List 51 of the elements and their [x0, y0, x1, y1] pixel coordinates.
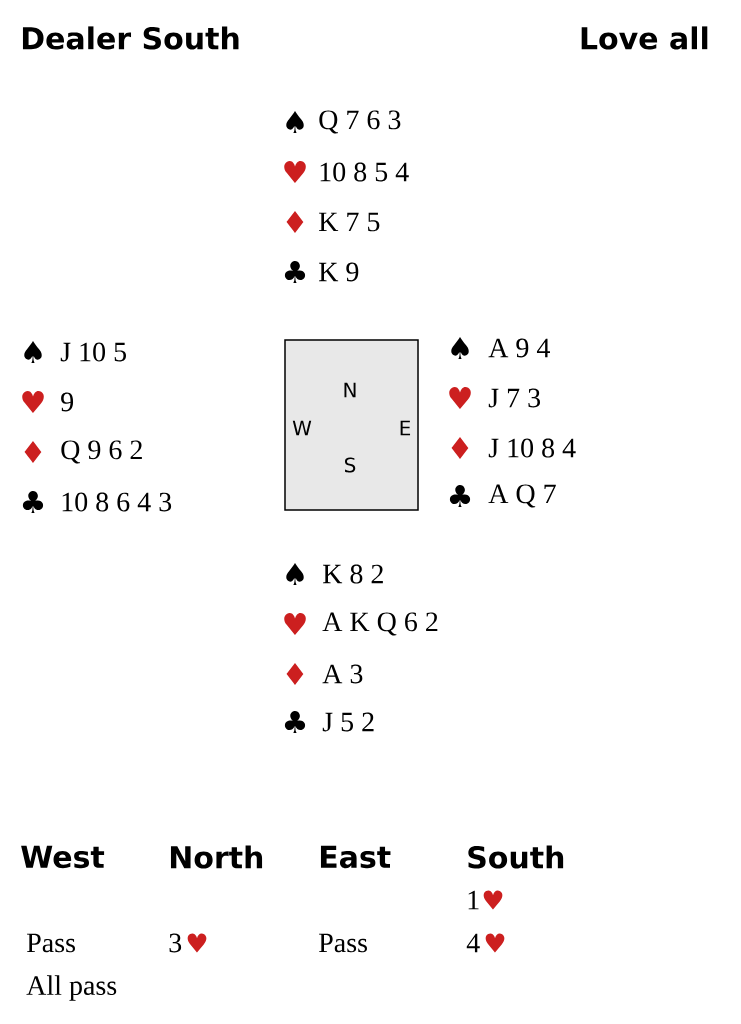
auction-header: North [170, 845, 263, 869]
compass-letter: S [345, 457, 356, 473]
suit-symbol: ♦ [24, 441, 42, 463]
card-holding: A 9 4 [488, 338, 550, 358]
bid-text: 3 [169, 933, 182, 953]
card-holding: Q 7 6 3 [319, 110, 401, 134]
auction-header: South [468, 845, 564, 869]
card-holding: 10 8 6 4 3 [62, 492, 172, 512]
auction-header: East [320, 845, 391, 869]
suit-symbol: ♥ [284, 613, 306, 635]
suit-symbol: ♠ [286, 563, 304, 585]
bid-text: Pass [319, 933, 367, 953]
suit-symbol: ♣ [449, 485, 471, 507]
suit-symbol: ♥ [485, 933, 505, 953]
auction-header: West [21, 845, 105, 869]
suit-symbol: ♣ [284, 261, 306, 283]
suit-symbol: ♥ [187, 933, 207, 953]
compass-letter: E [400, 420, 411, 436]
card-holding: 9 [61, 392, 74, 412]
bid-text: All pass [26, 975, 117, 1001]
suit-symbol: ♦ [286, 211, 304, 233]
suit-symbol: ♣ [22, 491, 44, 513]
card-holding: J 10 5 [60, 342, 126, 362]
card-holding: J 5 2 [322, 712, 374, 732]
card-holding: A Q 7 [488, 484, 556, 508]
suit-symbol: ♦ [286, 663, 304, 685]
suit-symbol: ♦ [451, 437, 469, 459]
bid-text: 4 [466, 933, 480, 953]
compass-letter: N [344, 382, 356, 398]
suit-symbol: ♠ [286, 111, 304, 133]
bid-text: Pass [27, 933, 75, 953]
card-holding: K 9 [319, 262, 359, 282]
card-holding: K 7 5 [319, 212, 380, 232]
card-holding: 10 8 5 4 [320, 162, 409, 182]
heading-text: Love all [581, 26, 708, 50]
heading-text: Dealer South [22, 26, 239, 50]
card-holding: J 7 3 [488, 388, 540, 408]
card-holding: Q 9 6 2 [61, 440, 142, 464]
suit-symbol: ♥ [22, 391, 44, 413]
suit-symbol: ♠ [24, 341, 42, 363]
card-holding: K 8 2 [323, 564, 383, 584]
suit-symbol: ♥ [449, 387, 471, 409]
card-holding: A K Q 6 2 [322, 612, 438, 636]
suit-symbol: ♣ [284, 711, 306, 733]
suit-symbol: ♠ [451, 337, 469, 359]
bid-text: 1 [468, 890, 479, 910]
suit-symbol: ♥ [284, 161, 306, 183]
card-holding: J 10 8 4 [488, 438, 576, 458]
compass-letter: W [292, 420, 312, 436]
card-holding: A 3 [322, 664, 363, 684]
suit-symbol: ♥ [483, 890, 503, 910]
